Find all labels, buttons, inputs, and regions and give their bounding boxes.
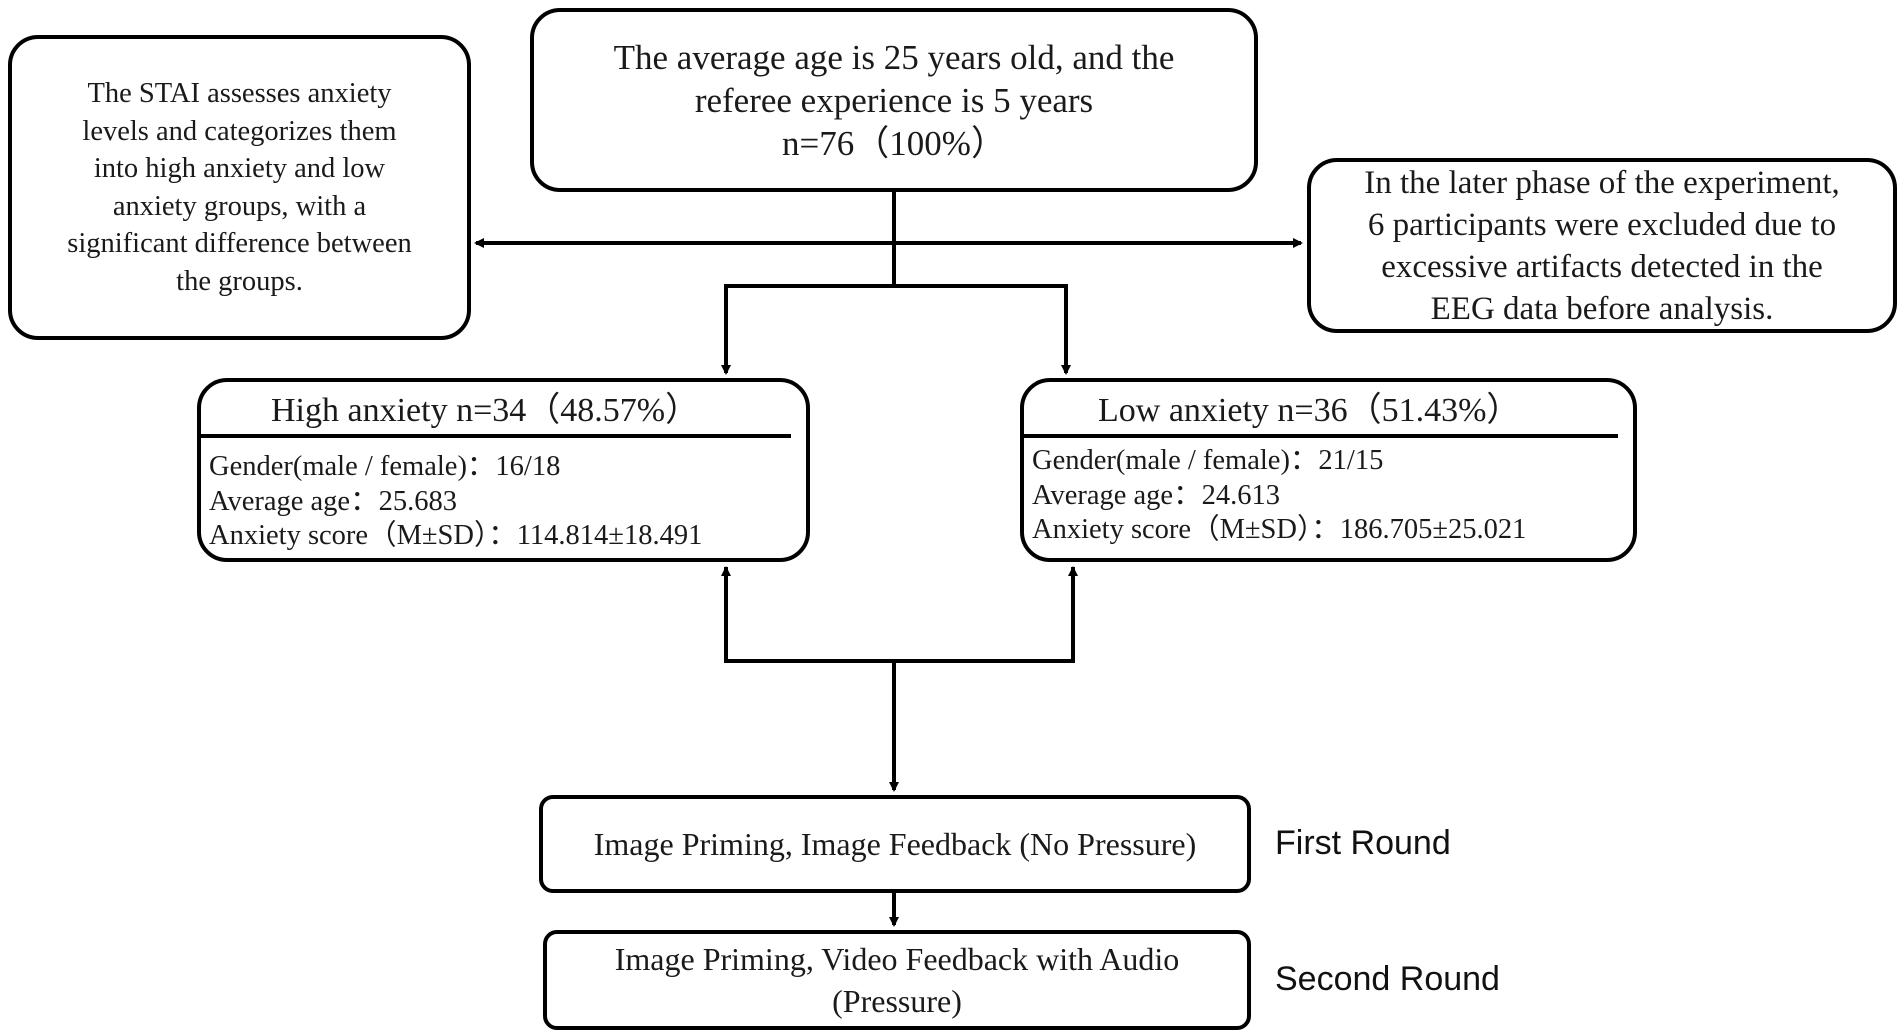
second-round-line-1: Image Priming, Video Feedback with Audio (614, 941, 1180, 977)
second-round-box: Image Priming, Video Feedback with Audio… (543, 930, 1251, 1030)
stai-line-2: levels and categorizes them (82, 115, 397, 147)
high-anxiety-stats: Gender(male / female)：16/18 Average age：… (209, 450, 702, 554)
sample-summary-line-1: The average age is 25 years old, and the (613, 37, 1175, 77)
first-round-text: Image Priming, Image Feedback (No Pressu… (593, 826, 1197, 862)
high-anxiety-score: Anxiety score（M±SD）：114.814±18.491 (209, 520, 703, 551)
high-anxiety-age: Average age：25.683 (209, 485, 457, 517)
second-round-label: Second Round (1275, 960, 1500, 998)
stai-line-6: the groups. (176, 265, 303, 297)
stai-line-5: significant difference between (67, 228, 412, 259)
high-anxiety-title-divider (201, 434, 791, 438)
stai-line-1: The STAI assesses anxiety (87, 78, 392, 109)
low-anxiety-age: Average age：24.613 (1032, 479, 1280, 511)
sample-summary-line-3: n=76（100%） (782, 123, 1006, 163)
sample-summary-box: The average age is 25 years old, and the… (530, 8, 1258, 192)
first-round-box: Image Priming, Image Feedback (No Pressu… (539, 795, 1251, 893)
low-anxiety-title: Low anxiety n=36（51.43%） (1098, 392, 1521, 429)
exclusion-note-box: In the later phase of the experiment, 6 … (1307, 158, 1897, 333)
exclusion-line-4: EEG data before analysis. (1430, 290, 1774, 327)
high-anxiety-title: High anxiety n=34（48.57%） (271, 392, 700, 429)
exclusion-line-1: In the later phase of the experiment, (1364, 164, 1840, 201)
low-anxiety-score: Anxiety score（M±SD）：186.705±25.021 (1032, 514, 1527, 545)
high-anxiety-group-box: High anxiety n=34（48.57%） Gender(male / … (197, 378, 810, 562)
exclusion-line-2: 6 participants were excluded due to (1367, 206, 1837, 243)
branch-horizontal (724, 284, 1068, 373)
first-round-label: First Round (1275, 824, 1451, 862)
stai-line-4: anxiety groups, with a (112, 190, 367, 222)
low-anxiety-gender: Gender(male / female)：21/15 (1032, 445, 1384, 476)
stai-line-3: into high anxiety and low (93, 153, 386, 184)
low-anxiety-group-box: Low anxiety n=36（51.43%） Gender(male / f… (1020, 378, 1637, 562)
high-anxiety-gender: Gender(male / female)：16/18 (209, 451, 561, 482)
second-round-line-2: (Pressure) (832, 983, 962, 1019)
merge-horizontal (724, 567, 1075, 663)
low-anxiety-stats: Gender(male / female)：21/15 Average age：… (1032, 444, 1526, 548)
low-anxiety-title-divider (1024, 434, 1618, 438)
sample-summary-line-2: referee experience is 5 years (694, 80, 1094, 120)
exclusion-line-3: excessive artifacts detected in the (1381, 248, 1823, 285)
stai-description-box: The STAI assesses anxiety levels and cat… (8, 35, 471, 340)
